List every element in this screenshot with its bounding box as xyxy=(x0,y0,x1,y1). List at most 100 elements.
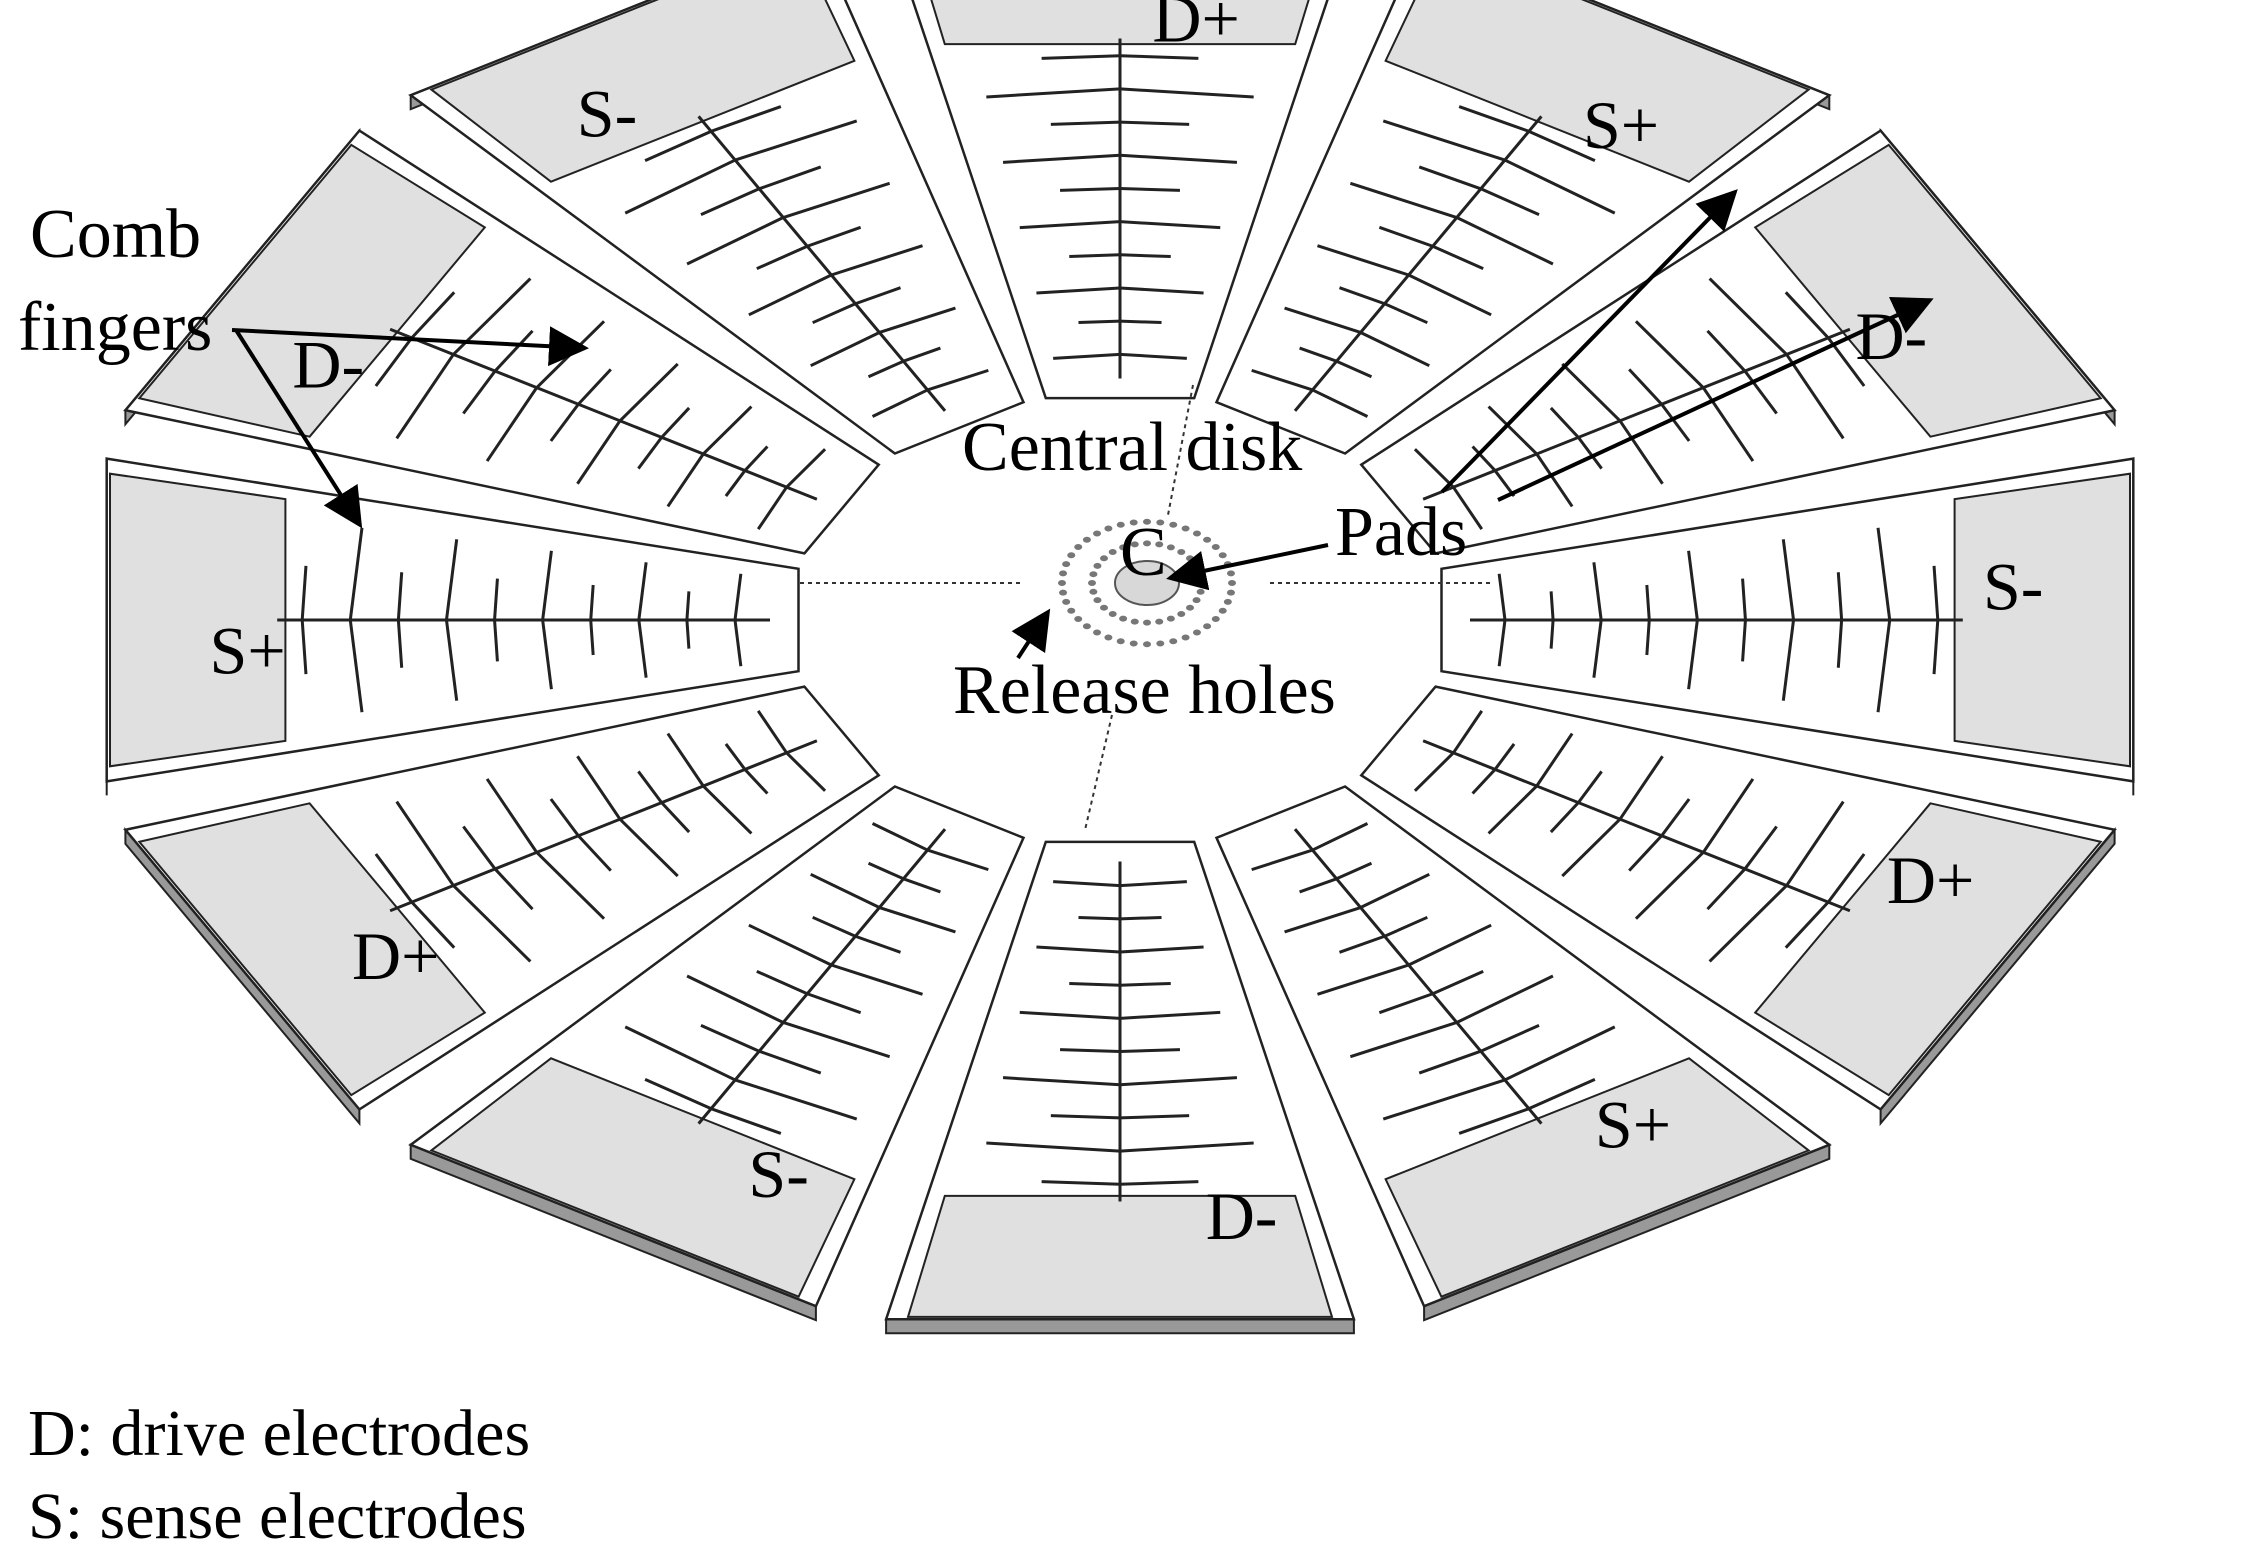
release-hole xyxy=(1155,541,1164,548)
comb-finger xyxy=(1535,732,1574,787)
comb-finger xyxy=(462,825,497,870)
comb-finger xyxy=(724,743,747,771)
comb-finger xyxy=(666,453,705,508)
comb-finger xyxy=(1311,388,1369,418)
electrode-sector: S+ xyxy=(105,457,800,796)
comb-finger xyxy=(1452,710,1484,754)
release-hole xyxy=(1093,530,1102,537)
comb-finger xyxy=(660,801,691,834)
comb-finger xyxy=(576,755,622,821)
comb-finger xyxy=(1785,800,1845,887)
release-hole xyxy=(1177,549,1186,556)
comb-finger xyxy=(871,822,929,852)
release-hole xyxy=(1218,607,1227,614)
release-hole xyxy=(1067,552,1076,559)
comb-finger xyxy=(1687,619,1699,690)
release-hole xyxy=(1218,552,1227,559)
electrode-label-sense: S- xyxy=(577,75,637,151)
comb-finger xyxy=(1660,798,1691,837)
comb-finger xyxy=(1497,619,1507,667)
comb-finger xyxy=(1876,619,1892,713)
comb-finger xyxy=(748,273,832,317)
comb-finger xyxy=(1060,186,1121,192)
electrode-label-sense: S- xyxy=(1983,549,2043,625)
comb-finger xyxy=(1002,153,1121,164)
comb-finger xyxy=(644,1078,712,1111)
release-hole xyxy=(1074,544,1083,551)
comb-finger xyxy=(589,619,595,656)
electrode-sector: S- xyxy=(408,785,1026,1322)
comb-finger xyxy=(1408,273,1492,317)
comb-finger xyxy=(618,818,679,878)
release-hole xyxy=(1143,641,1151,648)
comb-finger xyxy=(1743,370,1778,415)
comb-finger xyxy=(1577,436,1603,470)
comb-finger xyxy=(396,572,404,621)
comb-finger xyxy=(1702,778,1755,854)
release-hole xyxy=(1088,580,1096,586)
electrode-sector: D+ xyxy=(123,685,881,1127)
comb-finger xyxy=(1251,368,1313,392)
comb-finger xyxy=(493,619,499,662)
electrode-pad xyxy=(429,1057,856,1298)
comb-finger xyxy=(1708,277,1788,356)
comb-finger xyxy=(1335,359,1373,379)
comb-finger xyxy=(1456,974,1554,1024)
comb-finger xyxy=(1836,572,1844,621)
comb-finger xyxy=(1413,448,1455,489)
comb-finger xyxy=(1119,945,1204,954)
release-hole xyxy=(1129,519,1138,526)
comb-finger xyxy=(1338,934,1386,954)
comb-finger xyxy=(493,329,534,373)
comb-finger xyxy=(830,244,923,277)
comb-finger xyxy=(589,584,595,621)
comb-finger xyxy=(637,562,648,621)
comb-finger xyxy=(1784,901,1830,949)
comb-finger xyxy=(395,800,455,887)
release-hole xyxy=(1143,540,1151,547)
release-hole xyxy=(1156,519,1165,526)
comb-finger xyxy=(1119,253,1171,258)
comb-finger xyxy=(300,565,308,621)
comb-finger xyxy=(986,1141,1121,1153)
electrode-sector: D+ xyxy=(1359,685,2117,1127)
release-hole xyxy=(1226,589,1235,596)
comb-finger xyxy=(724,469,747,497)
comb-finger xyxy=(1041,1180,1121,1186)
comb-finger xyxy=(1119,1010,1221,1020)
comb-finger xyxy=(1706,329,1747,373)
comb-finger xyxy=(702,784,753,835)
comb-finger xyxy=(1708,884,1788,963)
comb-finger xyxy=(462,370,497,415)
comb-finger xyxy=(1119,87,1254,99)
release-hole xyxy=(1181,634,1190,641)
comb-finger xyxy=(1002,1076,1121,1087)
comb-finger xyxy=(782,181,891,219)
comb-finger xyxy=(700,187,760,217)
comb-finger xyxy=(1359,331,1430,368)
release-hole xyxy=(1143,518,1151,525)
comb-finger xyxy=(1592,619,1603,678)
comb-finger xyxy=(1458,105,1530,133)
electrode-label-drive: D- xyxy=(1206,1178,1278,1254)
comb-finger xyxy=(1119,1076,1238,1087)
comb-finger xyxy=(1251,848,1313,872)
comb-finger xyxy=(1634,851,1705,920)
comb-finger xyxy=(1382,1078,1506,1121)
electrode-label-sense: S+ xyxy=(1583,87,1659,163)
release-hole xyxy=(1099,555,1108,562)
comb-finger xyxy=(700,1023,760,1053)
comb-finger xyxy=(637,436,663,470)
comb-finger xyxy=(1528,1078,1596,1111)
comb-finger xyxy=(1338,286,1386,306)
comb-finger xyxy=(1284,906,1362,934)
comb-finger xyxy=(734,119,858,162)
electrode-pad xyxy=(1753,143,2103,438)
release-hole xyxy=(1082,623,1091,630)
comb-finger xyxy=(1384,302,1428,325)
comb-finger xyxy=(1876,527,1892,621)
comb-finger xyxy=(685,619,691,649)
comb-finger xyxy=(1932,565,1940,621)
electrode-pad xyxy=(1384,0,1811,183)
